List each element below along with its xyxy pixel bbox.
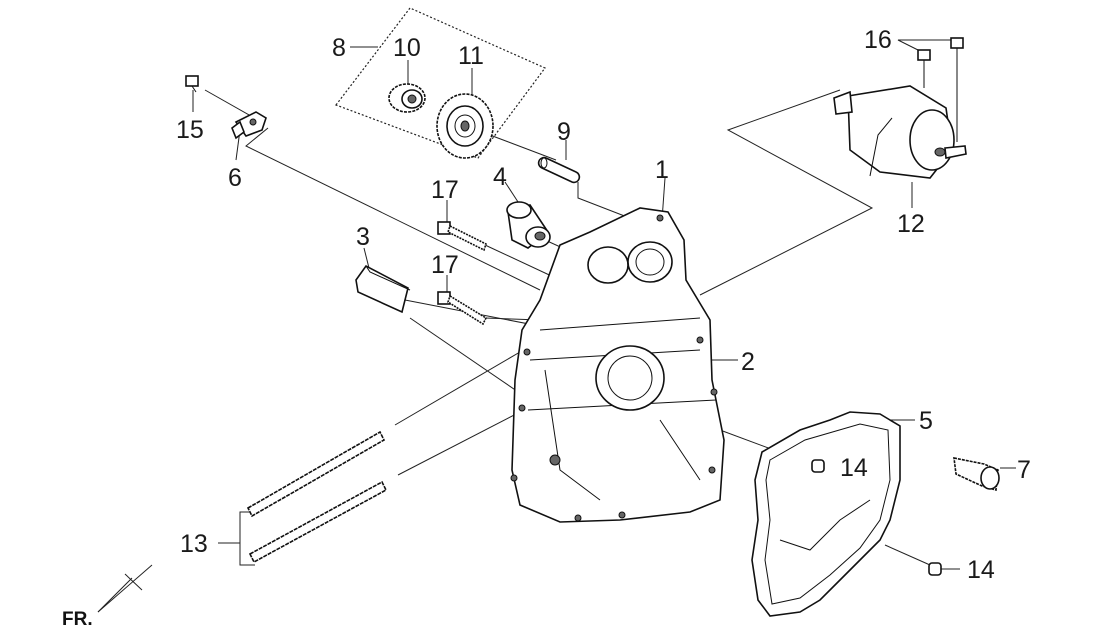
bolt-icon [917,49,931,88]
callout-12: 12 [897,210,925,238]
small-gear-icon [388,83,426,113]
large-gear-icon [436,93,494,159]
front-direction-arrow-icon [97,564,153,613]
bushing-icon [506,201,551,249]
bolt-icon [950,37,964,142]
callout-9: 9 [557,118,571,146]
callout-6: 6 [228,164,242,192]
callout-2: 2 [741,348,755,376]
callout-16: 16 [864,26,892,54]
callout-14: 14 [840,454,868,482]
bolt-icon [185,75,199,93]
callout-11: 11 [458,42,484,70]
callout-8: 8 [332,34,346,62]
starter-motor-icon [833,85,967,179]
callout-14: 14 [967,556,995,584]
callout-10: 10 [393,34,421,62]
dowel-pin-icon [537,156,581,184]
gear-set-group-frame [335,7,546,159]
bracket-plate-icon [355,264,411,314]
callout-3: 3 [356,223,370,251]
long-bolt-icon [437,221,487,252]
stud-bolt-icon [248,480,388,564]
callout-5: 5 [919,407,933,435]
dowel-icon [928,562,942,576]
callout-17: 17 [431,251,459,279]
dowel-icon [811,459,825,473]
drain-plug-icon [953,456,1000,492]
clamp-clip-icon [231,111,267,140]
callout-15: 15 [176,116,204,144]
gasket-icon [751,411,901,617]
callout-1: 1 [655,156,669,184]
callout-17: 17 [431,176,459,204]
callout-labels: 1 2 3 4 5 6 7 8 9 10 11 12 13 14 14 15 1… [176,26,1031,584]
callout-4: 4 [493,163,507,191]
long-bolt-icon [437,291,488,326]
callout-7: 7 [1017,456,1031,484]
callout-13: 13 [180,530,208,558]
stud-bolt-icon [246,430,386,518]
front-marker-label: FR. [62,609,93,630]
crankcase-icon [510,207,725,523]
